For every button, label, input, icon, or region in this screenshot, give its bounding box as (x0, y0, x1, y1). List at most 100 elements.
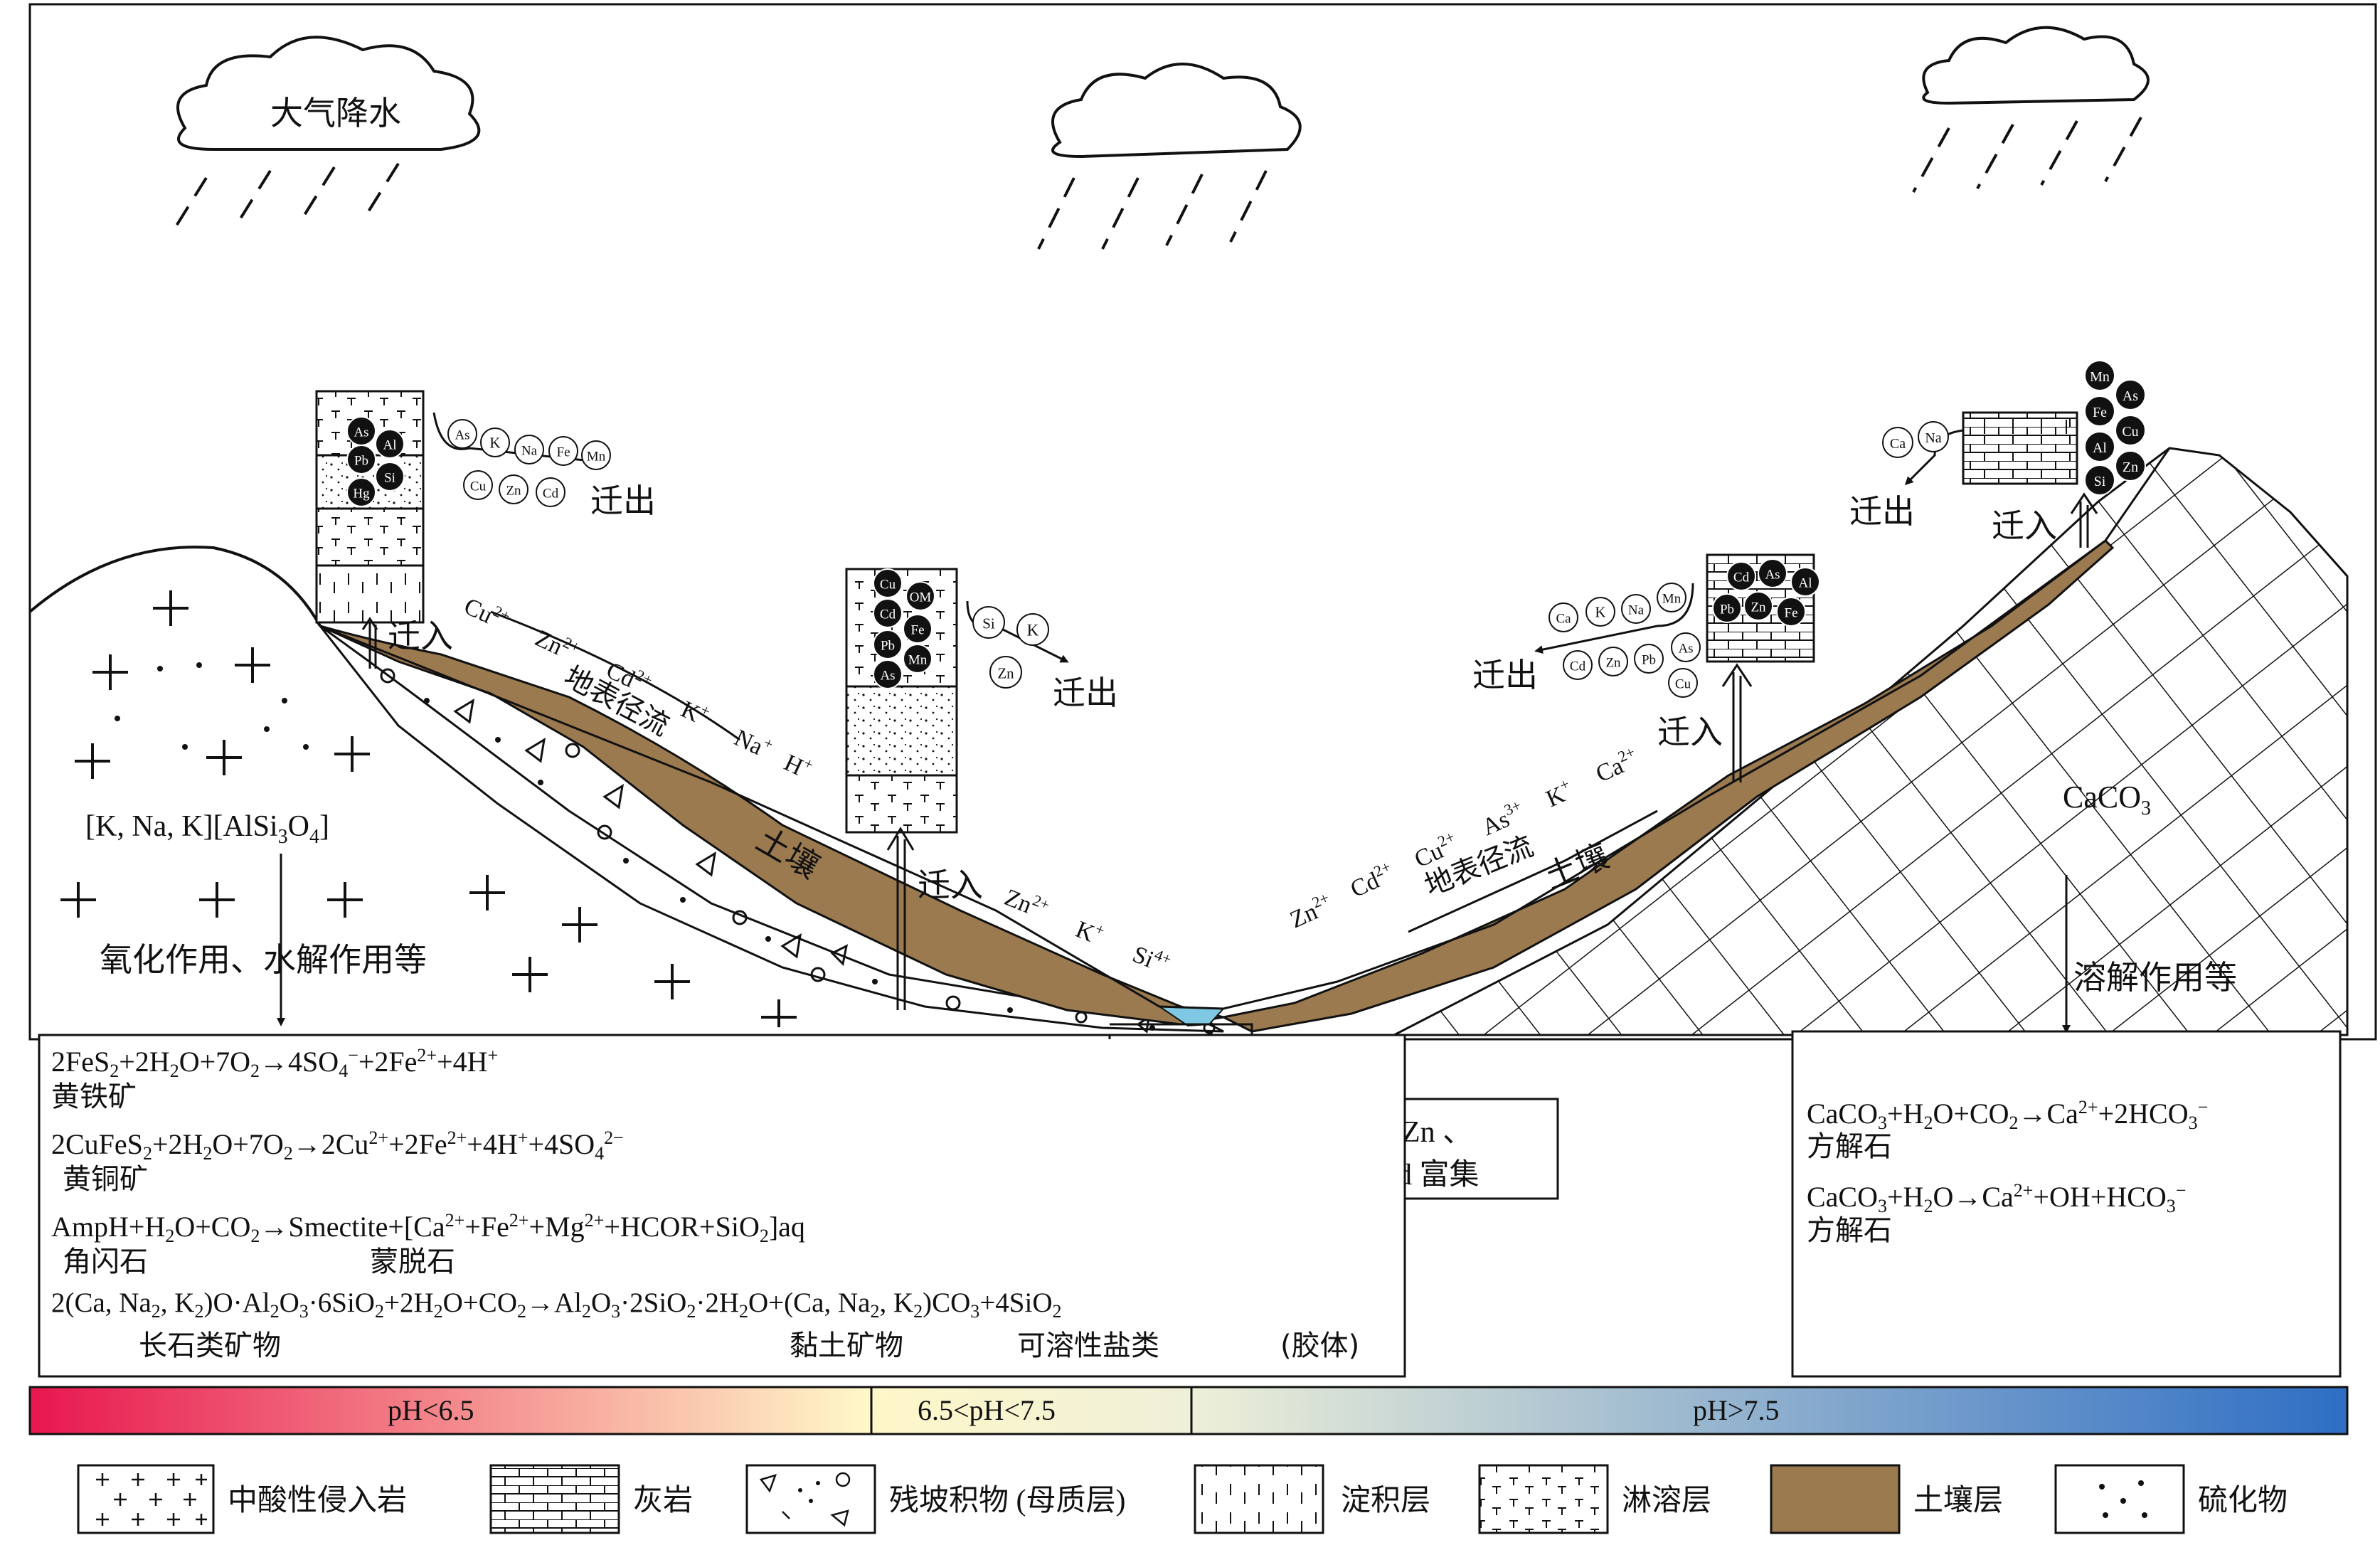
svg-text:As: As (1678, 642, 1693, 657)
legend-soil-swatch (1770, 1464, 1901, 1534)
left-eq2-mineral: 黄铜矿 (63, 1163, 148, 1196)
element-zn-circle: Zn (1743, 591, 1773, 621)
element-na-circle: Na (1621, 594, 1651, 624)
svg-text:Cd: Cd (880, 607, 896, 622)
col2-migrate-in-arrow (886, 827, 915, 1010)
element-mn-circle: Mn (1657, 583, 1686, 612)
profile-column-4 (1962, 411, 2078, 485)
element-as-circle: As (1758, 558, 1787, 588)
svg-text:As: As (455, 428, 469, 443)
legend-intrusive-label: 中酸性侵入岩 (228, 1485, 407, 1517)
col4-migrate-in-label: 迁入 (1992, 508, 2057, 544)
svg-text:Cu: Cu (1675, 677, 1691, 692)
col1-migrate-out-label: 迁出 (590, 483, 656, 519)
svg-text:Fe: Fe (557, 445, 570, 460)
svg-text:Si4+: Si4+ (1129, 938, 1174, 979)
svg-text:Zn: Zn (1605, 656, 1621, 671)
svg-text:As: As (354, 425, 368, 440)
svg-text:Mn: Mn (908, 653, 928, 668)
ph-bar: pH<6.5 6.5<pH<7.5 pH>7.5 (28, 1386, 2349, 1435)
svg-text:Si: Si (982, 615, 995, 632)
right-eq1-mineral: 方解石 (1807, 1130, 1892, 1163)
element-na-circle: Na (514, 435, 544, 464)
left-eq4: 2(Ca, Na2, K2)O·Al2O3·6SiO2+2H2O+CO2→Al2… (51, 1288, 1062, 1322)
element-zn-circle: Zn (1598, 647, 1628, 676)
svg-text:Cd2+: Cd2+ (1345, 857, 1398, 903)
svg-text:Mn: Mn (587, 450, 606, 464)
svg-text:K+: K+ (1072, 913, 1107, 950)
svg-text:Fe: Fe (2093, 405, 2107, 420)
svg-text:Fe: Fe (911, 623, 925, 638)
svg-text:Zn: Zn (1751, 600, 1766, 615)
cloud-center-icon (1037, 63, 1302, 250)
svg-text:Al: Al (2093, 440, 2107, 456)
element-zn-circle: Zn (499, 474, 528, 504)
legend-residual-label: 残坡积物 (母质层) (889, 1485, 1125, 1517)
svg-text:K: K (489, 435, 500, 452)
element-ca-circle: Ca (1882, 427, 1913, 458)
element-zn-circle: Zn (2115, 450, 2146, 482)
legend: 中酸性侵入岩 灰岩 残坡积物 (母质层) 淀积层 淋溶层 土壤层 硫化物 (77, 1464, 2288, 1534)
svg-text:Cd: Cd (1570, 659, 1586, 674)
col3-out-arrow (1534, 583, 1694, 654)
element-fe-circle: Fe (903, 614, 933, 644)
element-pb-circle: Pb (1712, 593, 1742, 623)
element-zn-circle: Zn (989, 656, 1022, 689)
element-si-circle: Si (2084, 464, 2115, 496)
element-al-circle: Al (2084, 431, 2115, 462)
element-na-circle: Na (1918, 421, 1949, 452)
precipitation-label: 大气降水 (270, 95, 401, 132)
legend-soil-label: 土壤层 (1913, 1484, 2003, 1517)
svg-text:K+: K+ (1541, 775, 1577, 812)
legend-limestone-label: 灰岩 (633, 1485, 693, 1517)
residual-deposit-layer (319, 625, 1224, 1034)
oxidation-label: 氧化作用、水解作用等 (100, 942, 427, 978)
svg-text:K: K (1595, 604, 1605, 621)
svg-text:K+: K+ (677, 693, 713, 731)
svg-text:H+: H+ (780, 746, 817, 785)
ph-neutral-label: 6.5<pH<7.5 (918, 1394, 1056, 1426)
left-eq3-mineral-b: 蒙脱石 (370, 1246, 455, 1278)
left-eq3-mineral-a: 角闪石 (63, 1246, 148, 1278)
ground-surface-line (319, 447, 2171, 1010)
element-mn-circle: Mn (581, 440, 611, 470)
svg-text:Zn: Zn (506, 484, 521, 499)
element-mn-circle: Mn (903, 644, 933, 674)
svg-text:Mn: Mn (2090, 369, 2110, 385)
ph-alkaline-label: pH>7.5 (1693, 1394, 1779, 1426)
element-cd-circle: Cd (1726, 561, 1756, 591)
right-eq2-mineral: 方解石 (1807, 1214, 1892, 1247)
svg-text:As: As (1765, 568, 1780, 583)
col1-out-arrow (432, 412, 607, 467)
element-al-circle: Al (1790, 567, 1820, 597)
element-as-circle: As (1671, 632, 1701, 662)
svg-text:Hg: Hg (353, 487, 370, 501)
svg-text:Cu: Cu (880, 578, 896, 593)
left-eq1-mineral: 黄铁矿 (51, 1081, 137, 1113)
col2-migrate-out-label: 迁出 (1053, 675, 1118, 711)
element-cd-circle: Cd (1563, 650, 1593, 680)
right-eq1: CaCO3+H2O+CO2→Ca2++2HCO3− (1807, 1097, 2209, 1133)
svg-text:Cu: Cu (2122, 424, 2138, 440)
intrusive-formula: [K, Na, K][AlSi3O4] (85, 810, 329, 848)
legend-illuvial-label: 淀积层 (1341, 1485, 1430, 1517)
column-2-released-elements: Si K Zn (972, 606, 1049, 689)
caco3-label: CaCO3 (2063, 780, 2151, 819)
svg-text:As: As (880, 669, 895, 684)
legend-sulfide-label: 硫化物 (2198, 1485, 2288, 1517)
svg-text:Pb: Pb (1642, 653, 1656, 668)
svg-text:As: As (2123, 388, 2138, 404)
left-eq4-mineral-c: 可溶性盐类 (1017, 1329, 1159, 1362)
element-cu-circle: Cu (2115, 415, 2146, 446)
ph-acid-label: pH<6.5 (388, 1394, 474, 1426)
svg-text:Ca2+: Ca2+ (1590, 743, 1642, 787)
svg-text:Fe: Fe (1785, 606, 1798, 621)
svg-text:Ca: Ca (1890, 436, 1906, 452)
svg-text:Cd: Cd (543, 487, 559, 501)
svg-text:Al: Al (383, 438, 397, 453)
element-k-circle: K (1016, 613, 1049, 646)
legend-limestone-swatch (489, 1464, 620, 1534)
